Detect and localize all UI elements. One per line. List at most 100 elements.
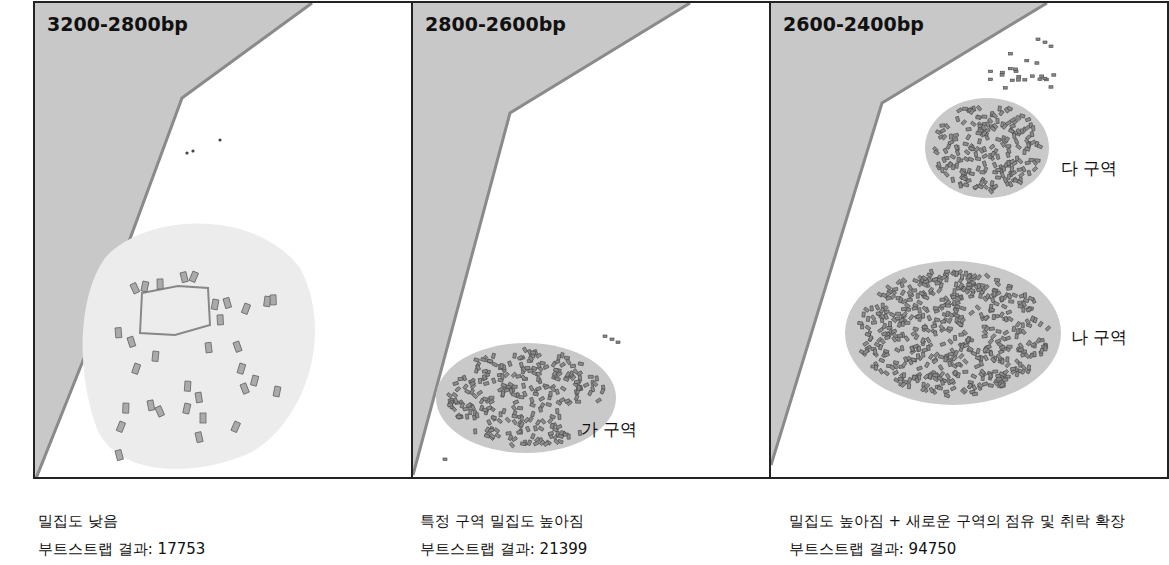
dwelling-dot xyxy=(884,314,889,320)
dwelling-dot xyxy=(934,352,940,358)
dwelling-dot xyxy=(871,321,876,325)
dwelling-dot xyxy=(536,362,541,368)
dwelling-dot xyxy=(1006,357,1009,362)
dwelling-dot xyxy=(993,370,998,373)
dwelling-dot xyxy=(1009,300,1014,304)
dwelling-dot xyxy=(996,329,1002,333)
dwelling-dot xyxy=(976,288,982,293)
dwelling-dot xyxy=(952,164,955,169)
dwelling-dot xyxy=(1018,348,1023,351)
dwelling-dot xyxy=(951,177,955,183)
dwelling-dot xyxy=(588,375,593,378)
dwelling-dot xyxy=(907,377,912,383)
dwelling-dot xyxy=(893,370,899,375)
dwelling-dot xyxy=(491,353,495,359)
dwelling-dot xyxy=(963,343,969,348)
dwelling-dot xyxy=(884,310,890,314)
dwelling-dot xyxy=(976,116,981,119)
dwelling-dot xyxy=(988,339,994,345)
dwelling-dot xyxy=(499,412,502,417)
dwelling-dot xyxy=(489,396,494,399)
dwelling-dot xyxy=(953,300,956,305)
dwelling-dot xyxy=(889,365,895,370)
dwelling-dot xyxy=(588,390,593,396)
dwelling-dot xyxy=(989,327,994,331)
dwelling-dot xyxy=(963,107,968,110)
dwelling-dot xyxy=(899,318,905,323)
dwelling-dot xyxy=(991,151,996,157)
dwelling-dot xyxy=(927,315,932,321)
dwelling-dot xyxy=(879,308,884,314)
dwelling-dot xyxy=(982,382,988,386)
dwelling-dot xyxy=(940,319,946,323)
dwelling-dot xyxy=(475,413,479,418)
dwelling-dot xyxy=(516,430,522,435)
dwelling-dot xyxy=(999,297,1003,303)
dwelling-dot xyxy=(949,378,955,383)
dwelling-dot xyxy=(1006,145,1011,148)
dwelling-dot xyxy=(966,134,971,140)
dwelling-dot xyxy=(916,314,922,319)
dwelling-dot xyxy=(485,427,490,433)
dwelling-dot xyxy=(901,307,906,311)
period-panel: 2600-2400bp다 구역나 구역 xyxy=(769,1,1169,479)
dwelling-dot xyxy=(893,361,899,365)
dwelling-dot xyxy=(1012,326,1016,331)
dwelling-dot xyxy=(934,318,940,322)
dwelling-dot xyxy=(960,274,963,279)
dwelling-dot xyxy=(948,339,954,345)
dwelling-dot xyxy=(1010,124,1015,128)
dwelling-dot xyxy=(455,413,461,418)
dwelling-dot xyxy=(1038,321,1043,327)
dwelling-dot xyxy=(962,387,968,393)
dwelling-dot xyxy=(863,341,869,346)
dwelling-dot xyxy=(975,356,981,360)
dwelling-dot xyxy=(875,304,880,310)
dwelling-dot xyxy=(511,405,516,411)
bootstrap-result: 부트스트랩 결과: 17753 xyxy=(38,540,205,559)
dwelling-dot xyxy=(458,377,463,380)
coastline xyxy=(413,3,690,475)
dwelling-dot xyxy=(567,434,570,439)
dwelling-dot xyxy=(967,383,972,389)
dwelling-dot xyxy=(574,380,579,384)
dwelling-dot xyxy=(977,382,982,388)
dwelling-dot xyxy=(477,390,483,395)
dwelling-dot xyxy=(941,167,945,172)
dwelling-dot xyxy=(556,409,559,414)
dwelling-dot xyxy=(963,370,968,373)
dwelling-dot xyxy=(530,351,535,355)
dwelling-dot xyxy=(892,336,897,342)
dwelling-dot xyxy=(1015,334,1018,339)
dwelling-dot xyxy=(963,183,969,187)
dwelling-dot xyxy=(465,389,471,394)
dwelling-dot xyxy=(907,384,910,389)
dwelling-dot xyxy=(1009,128,1014,134)
dwelling-dot xyxy=(922,306,928,312)
dwelling-dot xyxy=(455,386,461,392)
dwelling-dot xyxy=(465,414,469,419)
dwelling-dot xyxy=(943,148,948,154)
dwelling-dot xyxy=(1028,296,1034,301)
dwelling-dot xyxy=(953,370,958,376)
dwelling-dot xyxy=(938,355,944,359)
dwelling-dot xyxy=(1004,316,1008,322)
settlement-area xyxy=(83,138,315,469)
dwelling-dot xyxy=(1016,128,1021,134)
dwelling-dot xyxy=(874,365,878,370)
dwelling-dot xyxy=(592,381,598,387)
dwelling-dot xyxy=(1024,147,1030,152)
dwelling-dot xyxy=(988,188,993,194)
dwelling-dot xyxy=(548,431,554,435)
dwelling-dot xyxy=(577,385,581,390)
dwelling-dot xyxy=(974,364,980,369)
dwelling-dot xyxy=(536,420,541,426)
dwelling-dot xyxy=(901,362,906,368)
dwelling-dot xyxy=(892,317,898,323)
dwelling-dot xyxy=(969,310,975,315)
dwelling-dot xyxy=(953,289,956,294)
dwelling-dot xyxy=(989,144,995,149)
dwelling-dot xyxy=(537,377,540,382)
dwelling-dot xyxy=(996,168,1001,171)
dwelling-dot xyxy=(482,369,487,373)
